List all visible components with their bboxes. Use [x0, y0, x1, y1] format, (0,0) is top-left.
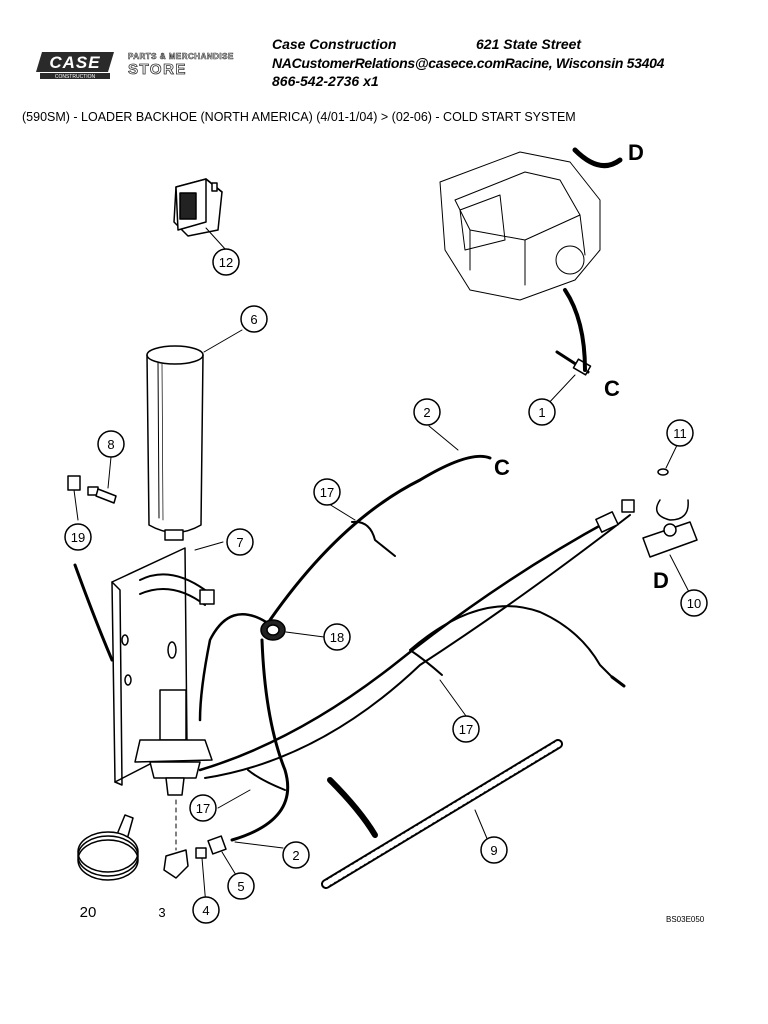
callout-label: 1: [538, 405, 545, 420]
callout-10[interactable]: [680, 589, 708, 617]
breadcrumb: (590SM) - LOADER BACKHOE (NORTH AMERICA)…: [22, 110, 576, 124]
callout-7[interactable]: [226, 528, 254, 556]
callout-17-upper[interactable]: [313, 478, 341, 506]
callout-label: 9: [490, 843, 497, 858]
callout-label: 4: [202, 903, 209, 918]
company-name: Case Construction: [272, 36, 397, 52]
callout-5[interactable]: [227, 872, 255, 900]
street-address: 621 State Street: [476, 36, 582, 52]
callout-label: 5: [237, 879, 244, 894]
bolt-part: [87, 486, 117, 504]
switch-part: [173, 178, 223, 237]
callout-label: 8: [107, 437, 114, 452]
grommet-part: [260, 619, 286, 641]
phone-number: 866-542-2736 x1: [272, 73, 379, 89]
engine-block: [439, 151, 601, 301]
callout-label: 2: [423, 405, 430, 420]
callout-9[interactable]: [480, 836, 508, 864]
callout-4[interactable]: [192, 896, 220, 924]
callout-12[interactable]: [212, 248, 240, 276]
callout-label: 19: [71, 530, 85, 545]
callout-label: 3: [158, 905, 165, 920]
callout-2-upper[interactable]: [413, 398, 441, 426]
callout-17-lower[interactable]: [189, 794, 217, 822]
callout-1[interactable]: [528, 398, 556, 426]
pump-base-part: [134, 689, 213, 796]
callout-label: 11: [673, 426, 687, 441]
callout-17-right[interactable]: [452, 715, 480, 743]
store-line1: PARTS & MERCHANDISE: [128, 52, 234, 62]
reference-letter-c-right: C: [604, 376, 620, 401]
callout-label: 7: [236, 535, 243, 550]
callout-label: 18: [330, 630, 344, 645]
callout-18[interactable]: [323, 623, 351, 651]
conduit-part: [321, 739, 563, 889]
callout-2-lower[interactable]: [282, 841, 310, 869]
sleeve-part: [195, 847, 207, 859]
store-line2: STORE: [128, 61, 187, 79]
callout-label: 17: [196, 801, 210, 816]
callout-19[interactable]: [64, 523, 92, 551]
callout-label: 6: [250, 312, 257, 327]
hose-coil-part: [77, 814, 139, 881]
filter-canister-part: [146, 345, 204, 541]
email-city[interactable]: NACustomerRelations@casece.comRacine, Wi…: [272, 55, 665, 71]
nut-fitting-part: [207, 835, 227, 855]
nut-part: [67, 475, 81, 491]
callout-label: 10: [687, 596, 701, 611]
callout-label: 17: [320, 485, 334, 500]
wire-harness: [198, 499, 635, 779]
reference-letter-c-hose: C: [494, 455, 510, 480]
reference-letter-d-sensor: D: [653, 568, 669, 593]
fuel-line-lower: [230, 638, 290, 842]
case-construction-logo: CASE CONSTRUCTION: [36, 52, 114, 80]
temperature-sensor-part: [642, 499, 698, 558]
callout-11[interactable]: [666, 419, 694, 447]
drawing-code: BS03E050: [666, 915, 705, 924]
washer-part: [657, 468, 669, 476]
callout-label: 20: [80, 904, 97, 921]
svg-text:CASE: CASE: [49, 53, 100, 72]
callout-6[interactable]: [240, 305, 268, 333]
callout-label: 12: [219, 255, 233, 270]
callout-label: 17: [459, 722, 473, 737]
reference-letter-d-top: D: [628, 140, 644, 165]
elbow-fitting-part: [163, 849, 189, 879]
callout-8[interactable]: [97, 430, 125, 458]
callout-label: 2: [292, 848, 299, 863]
svg-text:CONSTRUCTION: CONSTRUCTION: [55, 74, 96, 80]
parts-store-logo: PARTS & MERCHANDISE STORE: [128, 52, 248, 80]
fuel-line-upper: [268, 454, 492, 622]
